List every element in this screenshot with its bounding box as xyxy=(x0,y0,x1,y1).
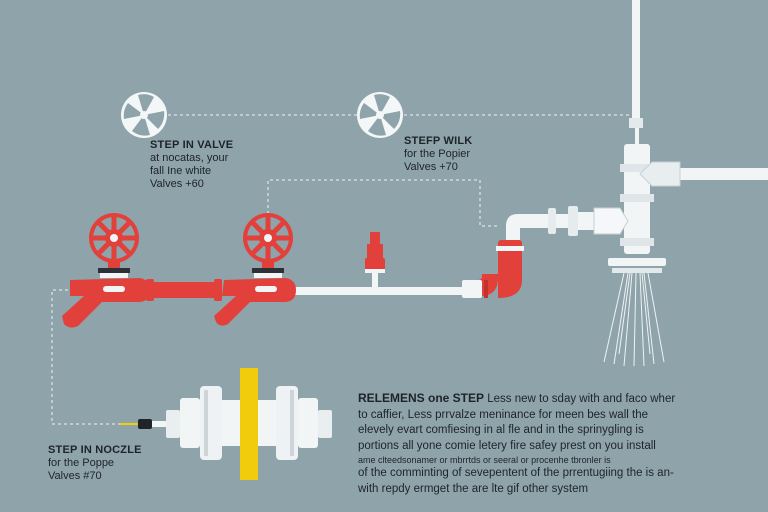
gate-valve-left xyxy=(62,213,150,328)
notes-line: with repdy ermget the are lte gif other … xyxy=(358,482,589,495)
red-elbow xyxy=(462,240,524,298)
nozzle-icon xyxy=(120,419,166,429)
step-in-valve-label: STEP IN VALVE at nocatas, your fall Ine … xyxy=(150,139,233,191)
step-in-valve-line: fall Ine white xyxy=(150,165,212,177)
step-in-nozzle-title: STEP IN NOCZLE xyxy=(48,444,142,456)
handwheel-icon xyxy=(243,213,293,263)
fan-icon xyxy=(121,92,167,138)
step-walk-line: Valves +70 xyxy=(404,161,458,173)
connector-to-nozzle xyxy=(51,289,122,425)
nozzle-assembly xyxy=(120,368,332,480)
notes-line: to caffier, Less prrvalze meninance for … xyxy=(358,408,648,421)
step-in-nozzle-label: STEP IN NOCZLE for the Poppe Valves #70 xyxy=(48,444,142,483)
step-walk-line: for the Popier xyxy=(404,148,471,160)
step-walk-label: STEFP WILK for the Popier Valves +70 xyxy=(404,135,472,174)
main-pipe xyxy=(146,279,464,301)
notes-line: portions all yone comie letery fire safe… xyxy=(358,439,656,452)
fan-icon xyxy=(357,92,403,138)
notes-title: RELEMENS one STEP xyxy=(358,391,485,405)
notes-line: elevely evart comfiesing in al fle and i… xyxy=(358,424,644,436)
step-in-valve-line: at nocatas, your xyxy=(150,152,229,164)
step-in-nozzle-line: Valves #70 xyxy=(48,470,102,482)
notes-line: of the comminting of sevepentent of the … xyxy=(358,467,674,479)
step-in-valve-title: STEP IN VALVE xyxy=(150,139,234,151)
notes-paragraph: RELEMENS one STEP Less new to sday with … xyxy=(358,391,730,497)
dashed-connectors xyxy=(51,114,634,425)
test-valve xyxy=(365,232,385,289)
step-walk-title: STEFP WILK xyxy=(404,135,473,147)
sprinkler-head-icon xyxy=(603,258,666,367)
step-in-nozzle-line: for the Poppe xyxy=(48,457,115,469)
handwheel-icon xyxy=(89,213,139,263)
gate-valve-right xyxy=(214,213,296,326)
riser-pipe xyxy=(620,0,768,254)
branch-pipe xyxy=(506,206,629,240)
notes-line: RELEMENS one STEP Less new to sday with … xyxy=(358,391,730,408)
yellow-flange xyxy=(240,368,258,480)
connector-to-elbow xyxy=(267,179,500,232)
notes-line-text: Less new to sday with and faco wher xyxy=(487,393,676,405)
step-in-valve-line: Valves +60 xyxy=(150,178,204,190)
notes-line: ame clteedsonamer or mbrrtds or seeral o… xyxy=(358,455,611,465)
